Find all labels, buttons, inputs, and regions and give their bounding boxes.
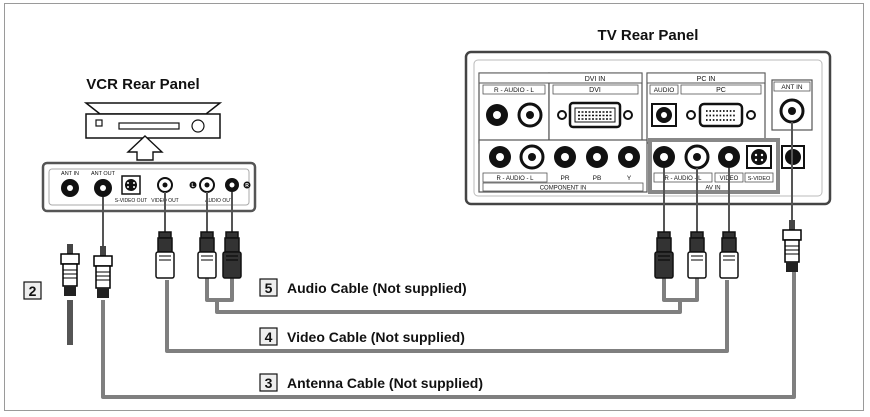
vcr-l-marker: L	[191, 183, 194, 189]
pc-audio-label: AUDIO	[654, 87, 675, 94]
tv-antenna-plug	[782, 219, 802, 273]
vcr-s-video-out-label: S-VIDEO OUT	[115, 198, 148, 204]
video-cable-line	[165, 280, 729, 353]
tv-rear-panel: DVI IN R - AUDIO - L DVI P	[464, 50, 832, 206]
audio-cable-tv-split	[662, 276, 699, 302]
vcr-antenna-plug	[93, 245, 113, 299]
dvi-label: DVI	[589, 87, 601, 94]
component-in-label: COMPONENT IN	[540, 186, 587, 192]
y-label: Y	[627, 175, 632, 182]
dvi-connector	[557, 101, 633, 129]
audio-cable-vcr-split	[205, 276, 234, 302]
audio-cable-number: 5	[265, 280, 273, 296]
step-2-number: 2	[29, 283, 37, 299]
antenna-cable-text: Antenna Cable (Not supplied)	[287, 375, 483, 391]
vcr-audio-l-plug	[197, 231, 217, 279]
vcr-rear-panel: ANT IN ANT OUT S-VIDEO OUT VIDEO OUT L R…	[41, 161, 257, 213]
av-audio-rl-label: R - AUDIO - L	[664, 176, 702, 182]
vcr-audio-out-label: AUDIO OUT	[205, 198, 233, 204]
antenna-cable-label: 3 Antenna Cable (Not supplied)	[259, 373, 483, 392]
video-cable-number: 4	[265, 329, 273, 345]
tv-audio-l-plug	[687, 231, 707, 279]
incoming-antenna-plug	[60, 243, 80, 297]
pb-label: PB	[593, 175, 602, 182]
component-jacks	[489, 144, 640, 170]
audio-cable-label: 5 Audio Cable (Not supplied)	[259, 278, 467, 297]
tv-video-plug	[719, 231, 739, 279]
vcr-video-plug	[155, 231, 175, 279]
diagram-frame	[4, 3, 864, 411]
tv-audio-r-plug	[654, 231, 674, 279]
vcr-ant-in-label: ANT IN	[61, 171, 79, 177]
antenna-cable-line	[101, 270, 796, 399]
vcr-audio-r-plug	[222, 231, 242, 279]
pc-audio-jack	[651, 103, 677, 127]
s-video-label: S-VIDEO	[748, 176, 771, 182]
plug-wires	[102, 122, 793, 246]
pr-label: PR	[560, 175, 569, 182]
audio-cable-line	[215, 300, 682, 314]
antenna-cable-number: 3	[265, 375, 273, 391]
tv-ant-in-label: ANT IN	[781, 84, 802, 91]
dvi-in-label: DVI IN	[585, 76, 606, 83]
pc-vga-connector	[686, 102, 756, 128]
vcr-panel-title: VCR Rear Panel	[86, 76, 199, 93]
vcr-side-plugs	[60, 231, 242, 299]
vcr-ant-out-label: ANT OUT	[91, 171, 116, 177]
video-cable-text: Video Cable (Not supplied)	[287, 329, 465, 345]
av-in-jacks	[653, 144, 772, 170]
pc-label: PC	[716, 87, 726, 94]
tv-panel-title: TV Rear Panel	[598, 27, 699, 44]
step-2-label: 2	[23, 281, 42, 300]
audio-cable-text: Audio Cable (Not supplied)	[287, 280, 467, 296]
pc-in-label: PC IN	[697, 76, 716, 83]
component-audio-rl-label: R - AUDIO - L	[496, 176, 534, 182]
arrow-up-icon	[126, 135, 164, 161]
vcr-unit	[83, 102, 223, 139]
av-in-label: AV IN	[705, 186, 720, 192]
tv-audio-rl-label-top: R - AUDIO - L	[494, 87, 534, 94]
video-cable-label: 4 Video Cable (Not supplied)	[259, 327, 465, 346]
vcr-r-marker: R	[245, 183, 249, 189]
cable-lines	[67, 270, 796, 399]
